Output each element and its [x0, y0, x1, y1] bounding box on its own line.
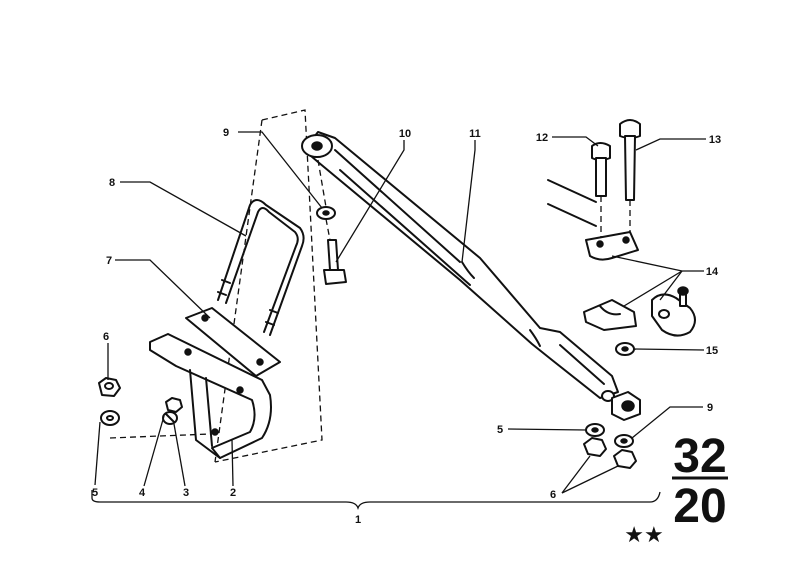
assembly-brace [91, 490, 661, 511]
leader-lines [94, 131, 706, 494]
washer-left[interactable] [100, 410, 120, 426]
hex-nut-right-a[interactable] [583, 437, 607, 457]
washer-15[interactable] [615, 342, 635, 356]
callout-3: 3 [183, 487, 189, 499]
callout-6-left: 6 [103, 331, 109, 343]
clamp-upper[interactable] [547, 179, 639, 261]
callout-10: 10 [399, 128, 411, 140]
ball-joint[interactable] [651, 286, 696, 337]
callout-7: 7 [106, 255, 112, 267]
callout-6-right: 6 [550, 489, 556, 501]
clamp-lower[interactable] [583, 299, 637, 331]
mounting-bracket[interactable] [149, 333, 272, 459]
mounting-group-outline [214, 109, 323, 463]
hex-nut-left[interactable] [98, 377, 121, 397]
callout-9-right: 9 [707, 402, 713, 414]
hex-nut-small[interactable] [165, 397, 183, 413]
hex-nut-right-b[interactable] [613, 449, 637, 469]
callout-5-left: 5 [92, 487, 98, 499]
bolt-12[interactable] [591, 142, 611, 197]
callout-2: 2 [230, 487, 236, 499]
group-code-bottom: 20 [673, 480, 726, 533]
bolt-13[interactable] [619, 119, 641, 201]
group-code: 32 20 [672, 430, 728, 533]
rod-end-eye-right[interactable] [611, 391, 641, 421]
callout-4: 4 [139, 487, 146, 499]
washer-top[interactable] [316, 206, 336, 220]
callout-1: 1 [355, 514, 361, 526]
callout-9-top: 9 [223, 127, 229, 139]
rating-stars: ★★ [624, 523, 663, 548]
group-code-top: 32 [673, 430, 726, 483]
callout-12: 12 [536, 132, 548, 144]
bolt-10[interactable] [323, 239, 347, 285]
assembly-line-bolts [600, 196, 631, 238]
callout-11: 11 [469, 128, 481, 140]
assembly-line-left [109, 433, 211, 439]
washer-right-5[interactable] [585, 423, 605, 437]
callout-8: 8 [109, 177, 115, 189]
callout-14: 14 [706, 266, 719, 278]
callout-13: 13 [709, 134, 721, 146]
assembly-line-top [317, 159, 331, 241]
callout-5-right: 5 [497, 424, 503, 436]
washer-right-9[interactable] [614, 434, 634, 448]
callout-15: 15 [706, 345, 718, 357]
tie-rod[interactable] [301, 131, 619, 402]
u-bolt[interactable] [217, 199, 305, 336]
spring-washer[interactable] [162, 411, 178, 425]
